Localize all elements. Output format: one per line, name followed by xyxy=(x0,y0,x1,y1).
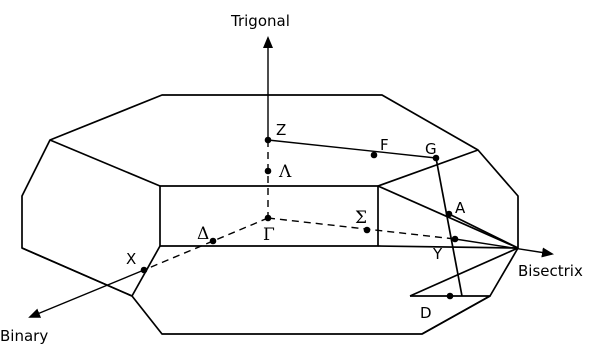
label-a: A xyxy=(455,199,466,217)
label-gamma: Γ xyxy=(263,225,275,245)
label-x: X xyxy=(126,250,136,268)
binary-axis-hidden xyxy=(143,217,269,271)
label-f: F xyxy=(380,136,389,154)
point-sigma xyxy=(363,226,371,234)
point-y xyxy=(451,235,459,243)
point-z xyxy=(264,136,272,144)
face-near-d xyxy=(410,295,491,335)
point-d xyxy=(446,292,454,300)
label-delta: Δ xyxy=(197,224,209,244)
bisectrix-axis-hidden xyxy=(267,217,456,240)
point-f xyxy=(370,151,378,159)
point-x xyxy=(140,266,148,274)
line-g-d xyxy=(435,157,463,297)
label-d: D xyxy=(420,304,432,322)
line-a-bisectrix xyxy=(448,213,519,249)
bisectrix-label: Bisectrix xyxy=(518,262,583,280)
binary-axis xyxy=(28,269,145,318)
edge-face-d-left xyxy=(409,247,519,297)
label-g: G xyxy=(425,140,437,158)
point-delta xyxy=(209,237,217,245)
bisectrix-axis xyxy=(454,238,554,258)
line-z-f-g xyxy=(267,139,437,159)
label-z: Z xyxy=(276,121,286,139)
label-sigma: Σ xyxy=(355,208,367,228)
point-g xyxy=(432,154,440,162)
point-gamma xyxy=(264,214,272,222)
trigonal-label: Trigonal xyxy=(230,12,290,30)
binary-label: Binary xyxy=(0,327,48,345)
point-a xyxy=(445,210,453,218)
label-y: Y xyxy=(432,245,443,263)
edge-right-lower xyxy=(377,245,519,249)
edge-top-right xyxy=(377,149,479,187)
point-lambda xyxy=(264,167,272,175)
edge-bottom-left xyxy=(21,247,133,297)
label-lambda: Λ xyxy=(278,162,292,182)
edge-top-left xyxy=(49,139,161,187)
